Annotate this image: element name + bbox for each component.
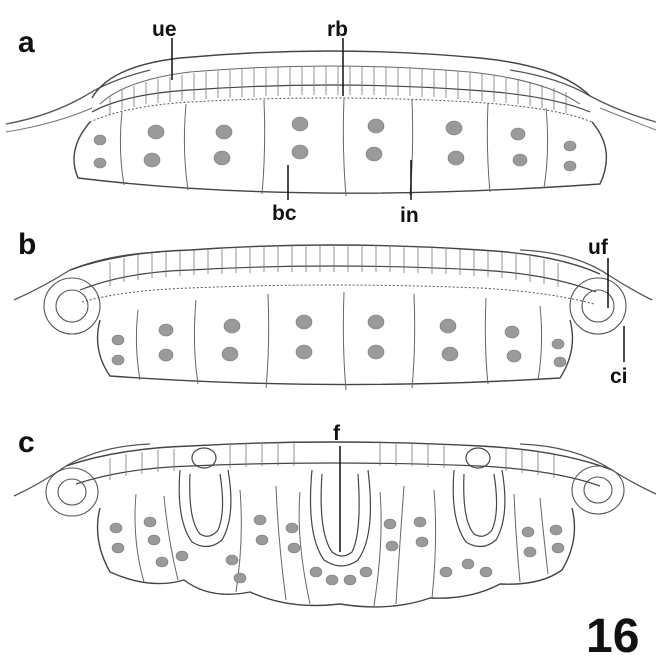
fold-left	[179, 448, 231, 547]
annotation-bc: bc	[272, 202, 297, 225]
ridge-border	[90, 98, 592, 122]
flank-right-b	[520, 250, 652, 300]
nuclei-a	[94, 117, 576, 171]
upper-epithelium-b-outer	[70, 245, 600, 274]
fold-right	[453, 448, 505, 547]
panel-b: b	[14, 228, 652, 390]
body-cell-walls-b	[136, 292, 541, 390]
panel-c: c	[14, 422, 656, 607]
annotation-ue: ue	[152, 18, 177, 41]
upper-fold-right-c	[572, 466, 624, 514]
upper-epithelium-c-inner	[76, 463, 600, 486]
upper-epithelium-b-inner	[80, 266, 596, 292]
upper-epithelium-c-outer	[66, 442, 612, 470]
nuclei-b	[112, 315, 566, 367]
panel-c-label: c	[18, 426, 35, 459]
panel-b-label: b	[18, 228, 36, 261]
upper-fold-left-c	[46, 468, 98, 516]
flank-left-inner	[6, 108, 92, 132]
upper-epithelium-outer	[92, 51, 590, 98]
ridge-border-b	[82, 285, 594, 304]
panel-a-label: a	[18, 26, 35, 59]
figure-number: 16	[586, 610, 639, 660]
body-cell-walls-a	[120, 98, 547, 196]
annotation-in: in	[400, 204, 419, 227]
upper-fold-left	[44, 278, 100, 334]
annotation-uf: uf	[588, 236, 609, 259]
annotation-ci: ci	[610, 365, 628, 388]
panel-a: a	[6, 18, 656, 227]
annotation-f: f	[333, 422, 341, 445]
upper-fold-right	[570, 278, 626, 334]
nuclei-c	[110, 515, 564, 585]
annotation-rb: rb	[327, 18, 348, 41]
flank-left	[6, 70, 150, 124]
